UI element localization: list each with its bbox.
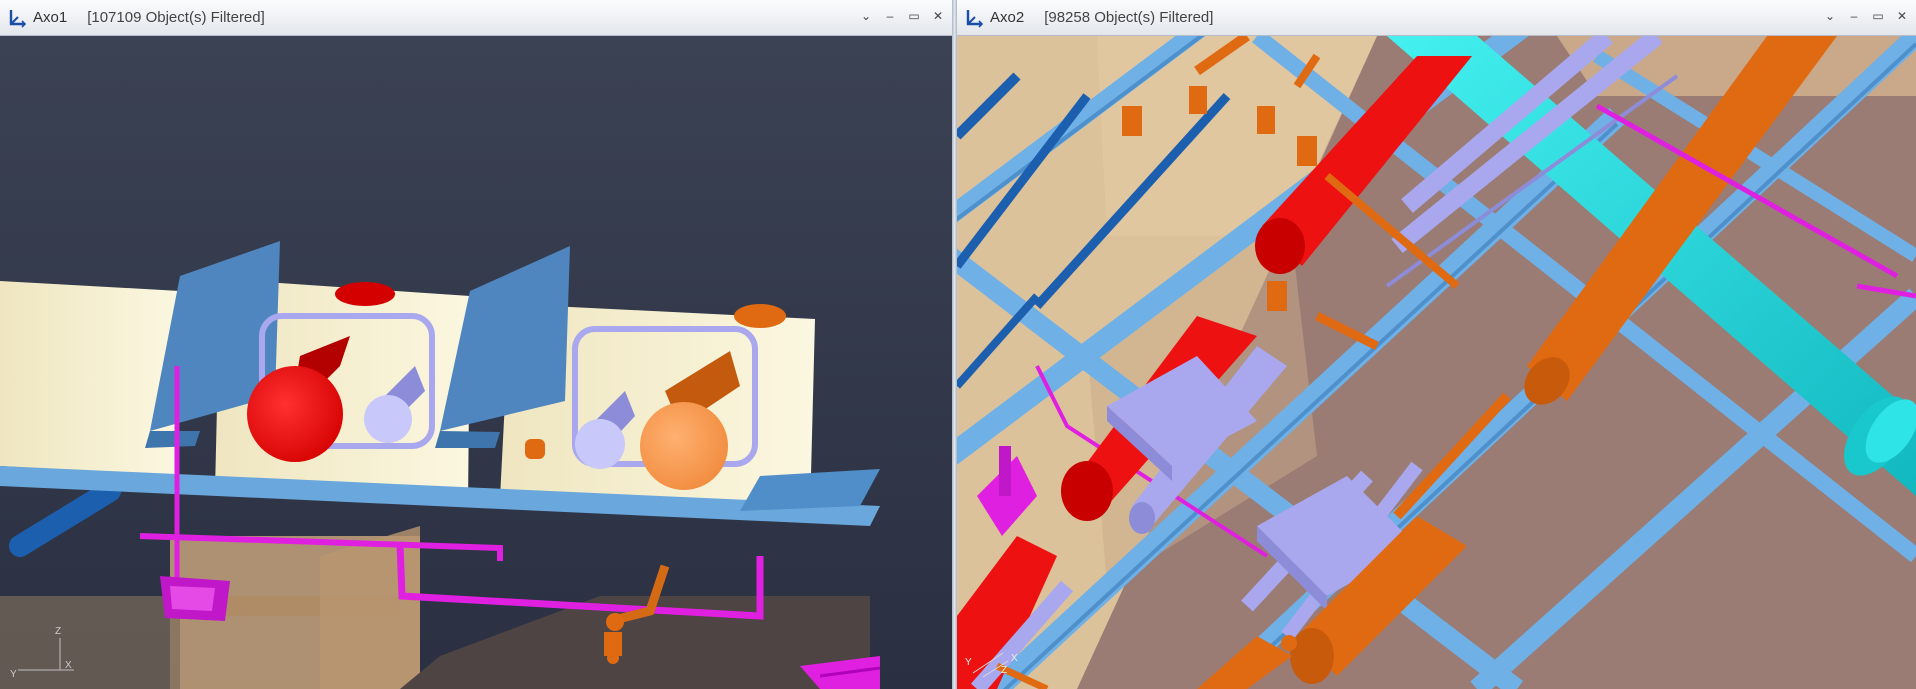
3d-viewport[interactable] (957, 36, 1916, 689)
axis-triad: Y Z X (963, 643, 1023, 683)
axes-icon (966, 9, 984, 28)
pipe-red-lower (957, 536, 1057, 689)
pipe-orange-main (1527, 36, 1837, 401)
model-scene (957, 36, 1916, 689)
pipe-lavender-end (364, 395, 412, 443)
viewport-window-axo1[interactable]: Axo1 [107109 Object(s) Filtered] ⌄ ‒ ▭ ✕ (0, 0, 952, 689)
pipe-red-upper (1262, 56, 1472, 266)
close-icon[interactable]: ✕ (932, 9, 944, 23)
chevron-down-icon[interactable]: ⌄ (1824, 9, 1836, 23)
filter-status: [98258 Object(s) Filtered] (1044, 9, 1214, 26)
axis-z-label: Z (1001, 665, 1008, 676)
axis-x-label: X (65, 660, 72, 671)
minimize-icon[interactable]: ‒ (1850, 9, 1858, 23)
minimize-icon[interactable]: ‒ (886, 9, 894, 23)
axis-x-label: X (1011, 653, 1018, 664)
pipe-red-end (247, 366, 343, 462)
3d-viewport[interactable] (0, 36, 952, 689)
axis-triad: Z X Y (8, 626, 78, 681)
filter-status: [107109 Object(s) Filtered] (87, 9, 265, 26)
maximize-icon[interactable]: ▭ (908, 9, 920, 23)
window-titlebar[interactable]: Axo2 [98258 Object(s) Filtered] ⌄ ‒ ▭ ✕ (957, 0, 1916, 36)
window-titlebar[interactable]: Axo1 [107109 Object(s) Filtered] ⌄ ‒ ▭ ✕ (0, 0, 952, 36)
chevron-down-icon[interactable]: ⌄ (860, 9, 872, 23)
wall-panel-left (0, 281, 180, 476)
axes-icon (9, 9, 27, 28)
steel-tray (0, 466, 880, 526)
axis-y-label: Y (10, 669, 17, 680)
axis-triad-icon (972, 652, 1009, 678)
viewport-window-axo2[interactable]: Axo2 [98258 Object(s) Filtered] ⌄ ‒ ▭ ✕ (957, 0, 1916, 689)
pane-splitter[interactable] (952, 0, 957, 689)
axis-triad-icon (18, 638, 74, 671)
lower-deck (400, 596, 870, 689)
window-title: Axo2 (990, 9, 1025, 26)
model-scene (0, 36, 952, 689)
maximize-icon[interactable]: ▭ (1872, 9, 1884, 23)
axis-z-label: Z (55, 626, 62, 637)
close-icon[interactable]: ✕ (1896, 9, 1908, 23)
pipe-orange-end (640, 402, 728, 490)
window-title: Axo1 (33, 9, 68, 26)
axis-y-label: Y (965, 657, 972, 668)
